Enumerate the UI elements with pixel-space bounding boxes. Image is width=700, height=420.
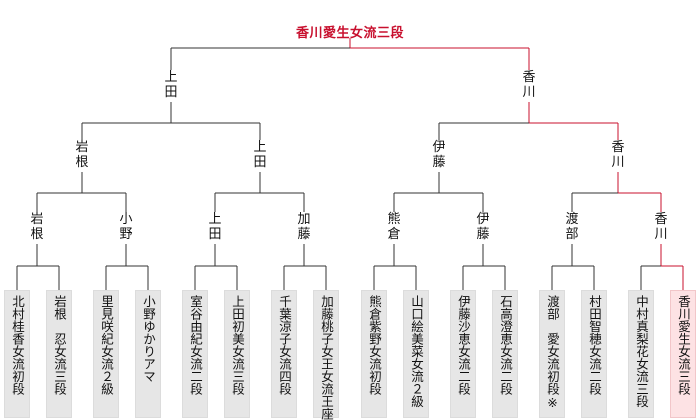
player-box-5: 室谷由紀女流二段: [182, 290, 208, 418]
final-right-name: 香川: [522, 70, 536, 100]
round3-name-4: 香川: [611, 140, 625, 170]
round2-name-1: 岩根: [30, 212, 44, 242]
final-left-name: 上田: [164, 70, 178, 100]
player-box-7: 千葉涼子女流四段: [271, 290, 297, 418]
player-box-16-winner: 香川愛生女流三段: [670, 290, 696, 418]
player-box-2: 岩根 忍女流三段: [46, 290, 72, 418]
player-box-15: 中村真梨花女流三段: [628, 290, 654, 418]
player-box-14: 村田智穂女流二段: [581, 290, 607, 418]
round2-name-6: 伊藤: [476, 212, 490, 242]
player-box-13: 渡部 愛女流初段※: [539, 290, 565, 418]
player-box-12: 石高澄恵女流二段: [492, 290, 518, 418]
player-box-11: 伊藤沙恵女流二段: [450, 290, 476, 418]
player-box-6: 上田初美女流三段: [224, 290, 250, 418]
player-box-9: 熊倉紫野女流初段: [361, 290, 387, 418]
round3-name-2: 上田: [253, 140, 267, 170]
round2-name-3: 上田: [208, 212, 222, 242]
round2-name-2: 小野: [119, 212, 133, 242]
player-box-10: 山口絵美菜女流２級: [403, 290, 429, 418]
round2-name-8: 香川: [654, 212, 668, 242]
player-box-3: 里見咲紀女流２級: [93, 290, 119, 418]
player-box-1: 北村桂香女流初段: [4, 290, 30, 418]
champion-title: 香川愛生女流三段: [295, 26, 404, 41]
round2-name-5: 熊倉: [387, 212, 401, 242]
round3-name-3: 伊藤: [432, 140, 446, 170]
player-box-8: 加藤桃子女王女流王座: [313, 290, 339, 420]
player-box-4: 小野ゆかりアマ: [135, 290, 161, 418]
round2-name-7: 渡部: [565, 212, 579, 242]
round3-name-1: 岩根: [75, 140, 89, 170]
round2-name-4: 加藤: [297, 212, 311, 242]
